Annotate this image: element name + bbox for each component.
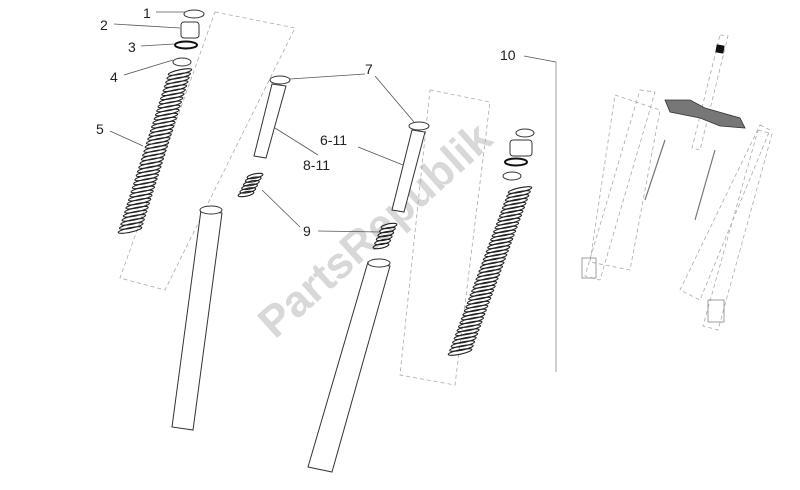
callout-3: 3 [128, 39, 136, 55]
part-5-spring[interactable] [117, 67, 193, 234]
right-fork-top-parts [502, 128, 535, 181]
part-2-plug[interactable] [180, 21, 200, 39]
callout-8-11: 8-11 [303, 157, 330, 173]
fork-assembly-10[interactable] [555, 34, 773, 372]
callout-10: 10 [500, 47, 516, 63]
leader-lines [109, 11, 557, 233]
callout-2: 2 [100, 17, 108, 33]
callout-1: 1 [143, 5, 151, 21]
callout-5: 5 [96, 121, 104, 137]
left-fork-tube[interactable] [171, 205, 223, 431]
callout-7: 7 [365, 61, 373, 77]
callout-6-11: 6-11 [320, 132, 347, 148]
right-fork-tube[interactable] [307, 258, 391, 473]
part-8-11-rod[interactable] [253, 75, 291, 159]
part-3-oring[interactable] [174, 40, 198, 50]
right-fork-outline [399, 89, 491, 386]
part-4-washer[interactable] [172, 57, 192, 67]
callout-4: 4 [110, 69, 118, 85]
right-fork-spring[interactable] [447, 185, 533, 356]
part-9-spring-right[interactable] [372, 222, 398, 250]
part-9-spring-left[interactable] [237, 172, 264, 198]
part-6-11-rod[interactable] [391, 121, 430, 213]
callout-9: 9 [303, 223, 311, 239]
part-1-cap[interactable] [183, 9, 205, 19]
